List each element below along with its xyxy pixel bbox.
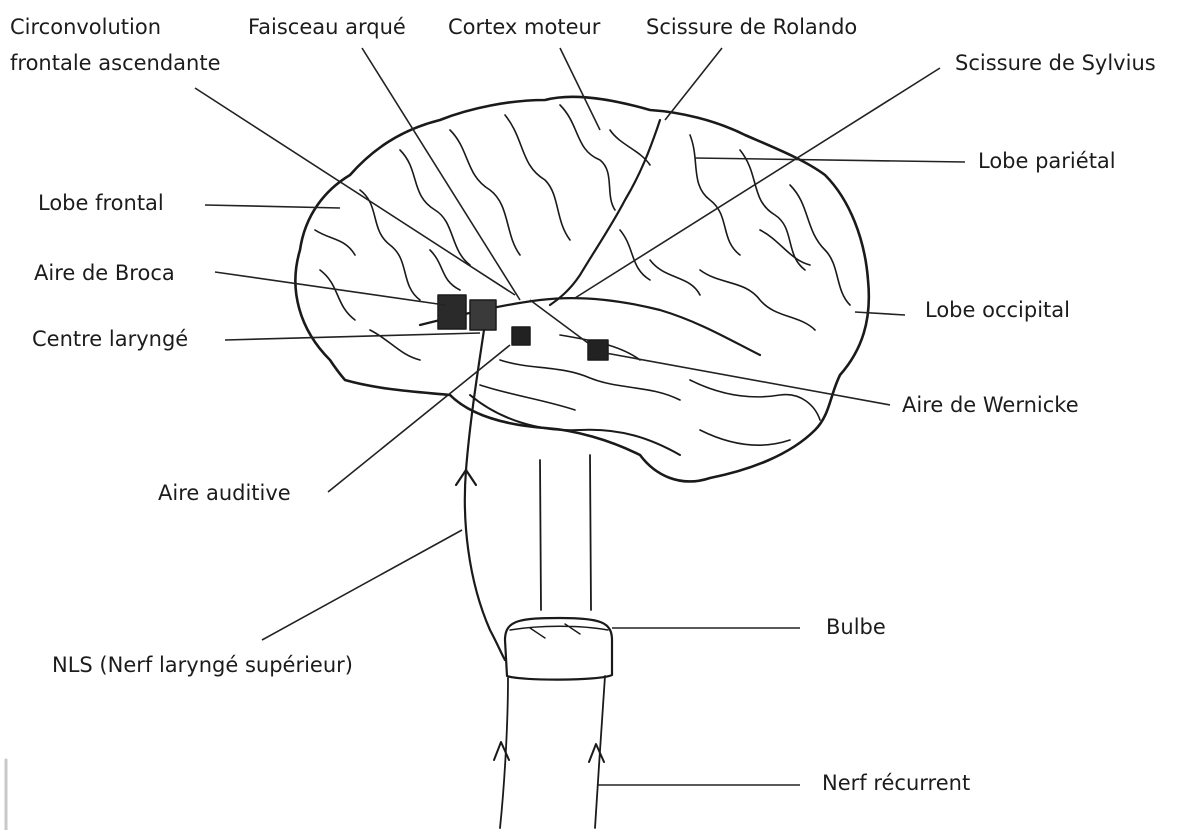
leader-scissure-sylvius — [575, 68, 940, 298]
leader-aire-auditive — [328, 345, 510, 492]
label-faisceau-arque: Faisceau arqué — [248, 14, 406, 40]
label-scissure-sylvius: Scissure de Sylvius — [955, 50, 1156, 76]
laryngeal-centre-area — [470, 300, 496, 330]
medulla-top-face — [510, 624, 608, 638]
superior-laryngeal-nerve — [465, 330, 505, 660]
label-lobe-frontal: Lobe frontal — [38, 190, 164, 216]
auditory-area — [512, 327, 530, 345]
label-circonvolution-line1: Circonvolution — [10, 14, 161, 40]
leader-cortex-moteur — [560, 48, 600, 130]
broca-area — [438, 295, 466, 329]
label-cortex-moteur: Cortex moteur — [448, 14, 600, 40]
leader-centre-larynge — [225, 333, 480, 340]
temporal-lobe-edge — [470, 395, 680, 455]
label-aire-wernicke: Aire de Wernicke — [902, 392, 1079, 418]
label-lobe-parietal: Lobe pariétal — [978, 148, 1116, 174]
label-bulbe: Bulbe — [826, 614, 886, 640]
label-nls: NLS (Nerf laryngé supérieur) — [52, 652, 353, 678]
leader-aire-wernicke-2 — [530, 300, 600, 352]
leader-nls — [262, 530, 462, 640]
leader-lobe-parietal — [695, 158, 965, 162]
label-lobe-occipital: Lobe occipital — [925, 297, 1070, 323]
label-aire-broca: Aire de Broca — [34, 260, 175, 286]
label-aire-auditive: Aire auditive — [158, 480, 291, 506]
label-nerf-recurrent: Nerf récurrent — [822, 770, 970, 796]
label-circonvolution-line2: frontale ascendante — [10, 50, 221, 76]
leader-faisceau-arque — [362, 48, 520, 300]
central-sulcus — [550, 120, 660, 305]
brain-outline — [295, 97, 868, 482]
brain-stem — [540, 455, 591, 610]
leader-scissure-rolando — [665, 48, 722, 120]
label-scissure-rolando: Scissure de Rolando — [646, 14, 857, 40]
arrowhead-right — [589, 744, 604, 762]
lower-trunk — [500, 676, 605, 828]
label-centre-larynge: Centre laryngé — [32, 326, 188, 352]
medulla-bulbe — [505, 618, 612, 680]
leader-lobe-occipital — [855, 312, 905, 315]
brain-gyri — [315, 105, 850, 445]
leader-lobe-frontal — [205, 205, 340, 208]
leader-circonvolution — [195, 88, 515, 295]
